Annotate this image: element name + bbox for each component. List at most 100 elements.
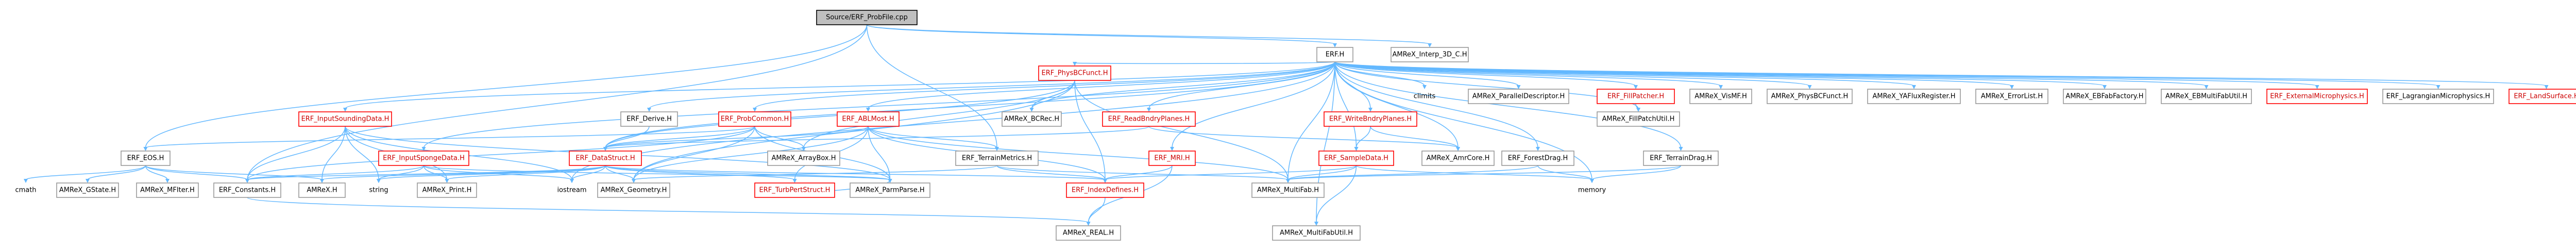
node-ebmulti[interactable]: AMReX_EBMultiFabUtil.H	[2161, 89, 2252, 104]
edge-physbc-to-indexdefines	[1074, 80, 1106, 180]
node-real[interactable]: AMReX_REAL.H	[1056, 225, 1121, 241]
edge-erf-to-inputsounding	[345, 61, 1335, 109]
node-gstate[interactable]: AMReX_GState.H	[56, 182, 119, 198]
node-label: ERF_ABLMost.H	[842, 115, 894, 123]
node-box	[2266, 89, 2368, 104]
node-paradesc[interactable]: AMReX_ParallelDescriptor.H	[1468, 89, 1569, 104]
node-label: ERF_DataStruct.H	[575, 155, 635, 162]
node-amrexphysbc[interactable]: AMReX_PhysBCFunct.H	[1767, 89, 1853, 104]
node-cmath: cmath	[15, 187, 36, 194]
arrowhead-erf-to-writebndry	[1368, 108, 1372, 112]
node-datastruct[interactable]: ERF_DataStruct.H	[569, 151, 642, 166]
node-label: ERF_LagrangianMicrophysics.H	[2386, 93, 2490, 101]
node-forestdrag[interactable]: ERF_ForestDrag.H	[1501, 151, 1574, 166]
arrowhead-erf-to-inputsounding	[343, 108, 347, 112]
node-lagmicro[interactable]: ERF_LagrangianMicrophysics.H	[2382, 89, 2494, 104]
edge-erf-to-memory	[1334, 61, 1592, 180]
node-bcrec[interactable]: AMReX_BCRec.H	[1002, 111, 1062, 127]
node-physbc[interactable]: ERF_PhysBCFunct.H	[1038, 65, 1111, 81]
edge-forestdrag-to-memory	[1537, 165, 1592, 180]
edge-datastruct-to-geometry	[605, 165, 634, 180]
node-terraindrag[interactable]: ERF_TerrainDrag.H	[1643, 151, 1719, 166]
node-arraybox[interactable]: AMReX_ArrayBox.H	[767, 151, 840, 166]
node-derive[interactable]: ERF_Derive.H	[620, 111, 678, 127]
node-label: climits	[1414, 93, 1436, 101]
edge-mri-to-indexdefines	[1105, 165, 1173, 180]
node-interp[interactable]: AMReX_Interp_3D_C.H	[1391, 47, 1469, 62]
arrowhead-datastruct-to-turbpert	[792, 179, 797, 183]
arrowhead-erf-to-inputsponge	[421, 147, 426, 151]
node-box	[718, 111, 791, 127]
edge-datastruct-to-print	[446, 165, 606, 180]
edge-erf-to-multifab	[1287, 61, 1335, 180]
edge-erf-to-writebndry	[1334, 61, 1371, 109]
arrowhead-datastruct-to-iostream	[570, 179, 574, 183]
node-extmicro[interactable]: ERF_ExternalMicrophysics.H	[2266, 89, 2368, 104]
arrowhead-erf-to-errorlist	[2010, 85, 2014, 89]
node-amrexh[interactable]: AMReX.H	[298, 182, 346, 198]
node-readbndry[interactable]: ERF_ReadBndryPlanes.H	[1102, 111, 1196, 127]
node-writebndry[interactable]: ERF_WriteBndryPlanes.H	[1324, 111, 1417, 127]
node-indexdefines[interactable]: ERF_IndexDefines.H	[1066, 182, 1144, 198]
arrowhead-datastruct-to-constants	[245, 179, 249, 183]
node-amrcore[interactable]: AMReX_AmrCore.H	[1421, 151, 1495, 166]
node-label: iostream	[557, 187, 586, 194]
edge-readbndry-to-datastruct	[605, 126, 1149, 148]
node-box	[417, 182, 477, 198]
node-multifabutil[interactable]: AMReX_MultiFabUtil.H	[1272, 225, 1361, 241]
node-box	[955, 151, 1039, 166]
node-label: AMReX_EBFabFactory.H	[2065, 93, 2143, 101]
node-mfiter[interactable]: AMReX_MFIter.H	[136, 182, 199, 198]
edge-writebndry-to-sampledata	[1355, 126, 1371, 148]
node-box	[2161, 89, 2252, 104]
node-landsurf[interactable]: ERF_LandSurface.H	[2509, 89, 2576, 104]
node-probcommon[interactable]: ERF_ProbCommon.H	[718, 111, 791, 127]
node-box	[1421, 151, 1495, 166]
node-inputsounding[interactable]: ERF_InputSoundingData.H	[298, 111, 392, 127]
node-ebfab[interactable]: AMReX_EBFabFactory.H	[2063, 89, 2146, 104]
node-string: string	[369, 187, 388, 194]
arrowhead-erf-to-lagmicro	[2436, 85, 2441, 89]
node-eos[interactable]: ERF_EOS.H	[121, 151, 171, 166]
arrowhead-erf-to-landsurf	[2544, 85, 2549, 89]
node-print[interactable]: AMReX_Print.H	[417, 182, 477, 198]
node-sampledata[interactable]: ERF_SampleData.H	[1318, 151, 1394, 166]
node-box	[1975, 89, 2048, 104]
node-label: ERF_ReadBndryPlanes.H	[1108, 115, 1190, 123]
node-root[interactable]: Source/ERF_ProbFile.cpp	[816, 10, 918, 25]
node-geometry[interactable]: AMReX_Geometry.H	[597, 182, 670, 198]
node-visMF[interactable]: AMReX_VisMF.H	[1689, 89, 1752, 104]
arrowhead-erf-to-amrexphysbc	[1807, 85, 1812, 89]
node-mri[interactable]: ERF_MRI.H	[1148, 151, 1196, 166]
edge-erf-to-terraindrag	[1334, 61, 1682, 148]
edge-terraindrag-to-multifab	[1287, 165, 1682, 180]
node-label: memory	[1578, 187, 1606, 194]
arrowhead-erf-to-ebmulti	[2204, 85, 2209, 89]
node-fillpatchutil[interactable]: AMReX_FillPatchUtil.H	[1597, 111, 1680, 127]
arrowhead-root-to-interp	[1428, 43, 1432, 47]
node-yafluxreg[interactable]: AMReX_YAFluxRegister.H	[1867, 89, 1961, 104]
node-abl[interactable]: ERF_ABLMost.H	[837, 111, 900, 127]
edge-sampledata-to-multifab	[1287, 165, 1357, 180]
node-fillpatcher[interactable]: ERF_FillPatcher.H	[1597, 89, 1675, 104]
node-label: AMReX_AmrCore.H	[1427, 155, 1490, 162]
node-parmparse[interactable]: AMReX_ParmParse.H	[850, 182, 930, 198]
arrowhead-erf-to-physbc	[1073, 62, 1077, 66]
edge-eos-to-gstate	[87, 165, 146, 180]
node-erf[interactable]: ERF.H	[1316, 47, 1353, 62]
node-constants[interactable]: ERF_Constants.H	[213, 182, 281, 198]
arrowhead-turbpert-to-parmparse	[888, 179, 892, 183]
node-label: ERF_IndexDefines.H	[1072, 187, 1139, 194]
node-label: ERF_TerrainMetrics.H	[962, 155, 1032, 162]
node-multifab[interactable]: AMReX_MultiFab.H	[1251, 182, 1325, 198]
edge-terrain-to-multifab	[996, 165, 1289, 180]
edge-erf-to-fillpatcher	[1334, 61, 1636, 87]
node-errorlist[interactable]: AMReX_ErrorList.H	[1975, 89, 2048, 104]
node-terrain[interactable]: ERF_TerrainMetrics.H	[955, 151, 1039, 166]
node-inputsponge[interactable]: ERF_InputSpongeData.H	[378, 151, 469, 166]
node-label: ERF_ForestDrag.H	[1508, 155, 1568, 162]
node-turbpert[interactable]: ERF_TurbPertStruct.H	[754, 182, 835, 198]
edge-erf-to-physbc	[1074, 61, 1335, 64]
node-label: ERF_ExternalMicrophysics.H	[2270, 93, 2364, 101]
edge-erf-to-paradesc	[1334, 61, 1519, 87]
